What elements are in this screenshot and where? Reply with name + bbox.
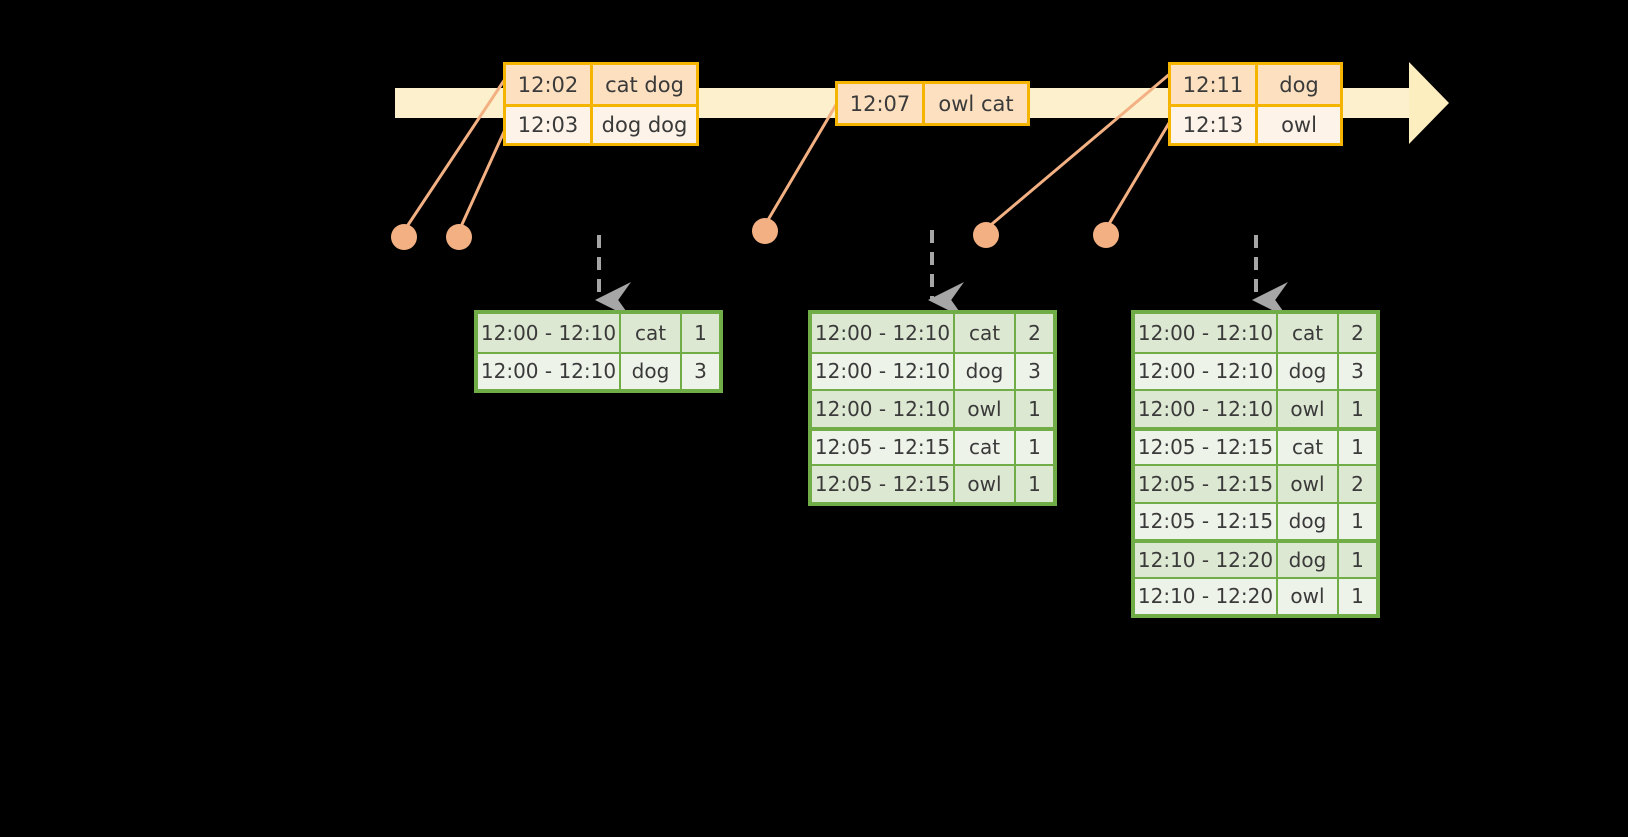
result-cell-key: cat — [955, 430, 1016, 464]
result-cell-key: owl — [955, 466, 1016, 502]
event-time: 12:13 — [1171, 107, 1258, 143]
event-payload: dog dog — [593, 107, 696, 143]
result-cell-key: cat — [1278, 430, 1339, 464]
result-cell-count: 2 — [1339, 314, 1376, 352]
result-cell-key: owl — [1278, 391, 1339, 427]
result-cell-window: 12:00 - 12:10 — [478, 314, 621, 352]
result-cell-window: 12:05 - 12:15 — [1135, 430, 1278, 464]
result-cell-count: 1 — [1339, 578, 1376, 614]
timeline-event-row[interactable]: 12:07 owl cat — [838, 84, 1027, 123]
event-marker-4[interactable] — [973, 222, 999, 248]
timeline-event-row[interactable]: 12:03 dog dog — [506, 104, 696, 143]
timeline-event-group[interactable]: 12:07 owl cat — [835, 81, 1030, 126]
result-cell-count: 1 — [1016, 430, 1053, 464]
result-cell-count: 3 — [682, 353, 719, 389]
result-cell-key: dog — [1278, 503, 1339, 539]
result-cell-window: 12:10 - 12:20 — [1135, 578, 1278, 614]
result-cell-key: cat — [955, 314, 1016, 352]
event-time: 12:11 — [1171, 65, 1258, 104]
result-cell-key: owl — [1278, 578, 1339, 614]
result-cell-count: 3 — [1016, 353, 1053, 389]
result-cell-key: cat — [1278, 314, 1339, 352]
timeline-event-group[interactable]: 12:02 cat dog 12:03 dog dog — [503, 62, 699, 146]
event-time: 12:07 — [838, 84, 925, 123]
result-cell-window: 12:00 - 12:10 — [1135, 353, 1278, 389]
event-payload: owl cat — [925, 84, 1027, 123]
result-cell-count: 1 — [682, 314, 719, 352]
event-marker-3[interactable] — [752, 218, 778, 244]
result-cell-window: 12:05 - 12:15 — [1135, 466, 1278, 502]
event-payload: dog — [1258, 65, 1340, 104]
event-marker-1[interactable] — [391, 224, 417, 250]
event-marker-5[interactable] — [1093, 222, 1119, 248]
timeline-event-row[interactable]: 12:11 dog — [1171, 65, 1340, 104]
result-cell-count: 1 — [1339, 430, 1376, 464]
result-cell-key: cat — [621, 314, 682, 352]
event-time: 12:02 — [506, 65, 593, 104]
timeline-event-group[interactable]: 12:11 dog 12:13 owl — [1168, 62, 1343, 146]
result-cell-key: dog — [621, 353, 682, 389]
result-cell-count: 1 — [1016, 466, 1053, 502]
result-cell-window: 12:10 - 12:20 — [1135, 543, 1278, 577]
result-cell-count: 1 — [1339, 543, 1376, 577]
right-arrow-icon — [1409, 62, 1449, 144]
result-cell-window: 12:00 - 12:10 — [478, 353, 621, 389]
result-cell-window: 12:00 - 12:10 — [812, 353, 955, 389]
event-marker-2[interactable] — [446, 224, 472, 250]
result-cell-window: 12:05 - 12:15 — [812, 430, 955, 464]
event-payload: cat dog — [593, 65, 696, 104]
result-cell-count: 3 — [1339, 353, 1376, 389]
timeline-event-row[interactable]: 12:13 owl — [1171, 104, 1340, 143]
event-payload: owl — [1258, 107, 1340, 143]
result-cell-key: dog — [1278, 543, 1339, 577]
result-cell-window: 12:05 - 12:15 — [1135, 503, 1278, 539]
result-cell-window: 12:00 - 12:10 — [812, 314, 955, 352]
result-cell-count: 1 — [1339, 503, 1376, 539]
result-cell-count: 1 — [1339, 391, 1376, 427]
result-cell-count: 1 — [1016, 391, 1053, 427]
result-cell-key: owl — [955, 391, 1016, 427]
result-cell-key: dog — [1278, 353, 1339, 389]
result-cell-window: 12:00 - 12:10 — [1135, 314, 1278, 352]
result-cell-window: 12:05 - 12:15 — [812, 466, 955, 502]
result-cell-window: 12:00 - 12:10 — [812, 391, 955, 427]
result-cell-count: 2 — [1016, 314, 1053, 352]
result-cell-key: dog — [955, 353, 1016, 389]
result-cell-window: 12:00 - 12:10 — [1135, 391, 1278, 427]
result-cell-count: 2 — [1339, 466, 1376, 502]
timeline-event-row[interactable]: 12:02 cat dog — [506, 65, 696, 104]
result-cell-key: owl — [1278, 466, 1339, 502]
event-time: 12:03 — [506, 107, 593, 143]
